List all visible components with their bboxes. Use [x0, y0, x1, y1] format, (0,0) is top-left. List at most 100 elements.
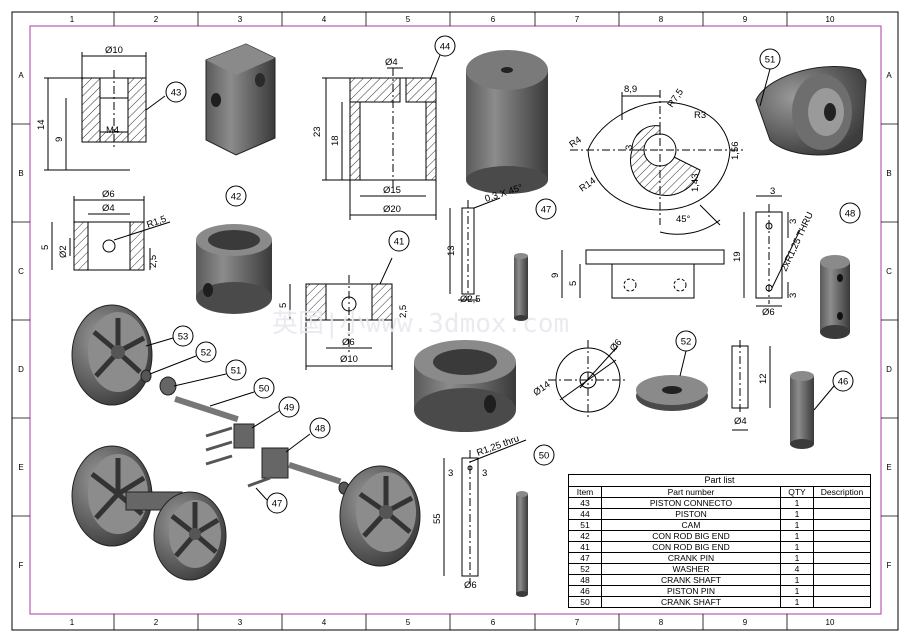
- parts-list-header-row: Item Part number QTY Description: [568, 486, 871, 498]
- zone-row-d-right: D: [886, 365, 892, 374]
- zone-col-6-top: 6: [491, 15, 496, 24]
- balloon-52-assembly: 52: [195, 341, 217, 363]
- dim-52-outer: Ø14: [531, 379, 552, 398]
- parts-list-qty: 4: [780, 563, 814, 575]
- dim-47-diameter: Ø2,5: [460, 294, 481, 305]
- parts-list-description: [813, 497, 871, 509]
- svg-text:47: 47: [272, 499, 283, 510]
- dim-43-thread: M4: [106, 125, 119, 136]
- cam-profile-view: [570, 90, 745, 235]
- svg-text:52: 52: [681, 337, 692, 348]
- zone-row-c-right: C: [886, 267, 892, 276]
- dim-cam-3: 3: [624, 145, 635, 150]
- parts-list-header-part-number: Part number: [601, 486, 781, 498]
- table-row: 43 PISTON CONNECTO 1: [568, 497, 871, 509]
- table-row: 46 PISTON PIN 1: [568, 585, 871, 597]
- parts-list-qty: 1: [780, 519, 814, 531]
- parts-list-header-qty: QTY: [780, 486, 814, 498]
- parts-list-item: 48: [568, 574, 602, 586]
- dim-44-pin-hole: Ø4: [385, 57, 398, 68]
- zone-row-b-right: B: [886, 169, 891, 178]
- zone-row-a-right: A: [886, 71, 892, 80]
- svg-text:42: 42: [231, 192, 242, 203]
- zone-row-f-left: F: [19, 561, 24, 570]
- balloon-42: 42: [225, 185, 247, 207]
- dim-50-radius: R1,25 thru: [475, 433, 520, 459]
- part-42-iso-view: [196, 224, 272, 314]
- balloon-46: 46: [832, 370, 854, 392]
- zone-row-b-left: B: [18, 169, 23, 178]
- zone-col-9-top: 9: [743, 15, 748, 24]
- table-row: 50 CRANK SHAFT 1: [568, 596, 871, 608]
- parts-list-qty: 1: [780, 574, 814, 586]
- parts-list-description: [813, 508, 871, 520]
- zone-col-5-bottom: 5: [406, 618, 411, 627]
- svg-text:52: 52: [201, 348, 212, 359]
- dim-cam-r3: R3: [694, 110, 706, 121]
- dim-44-height: 23: [312, 126, 323, 137]
- parts-list-item: 42: [568, 530, 602, 542]
- balloon-47-top: 47: [535, 198, 557, 220]
- parts-list-description: [813, 585, 871, 597]
- parts-list-item: 50: [568, 596, 602, 608]
- part-47-view: [449, 197, 501, 301]
- svg-text:53: 53: [178, 332, 189, 343]
- dim-50-top-right: 3: [482, 468, 487, 479]
- parts-list-part-number: CON ROD BIG END: [601, 541, 781, 553]
- part-43-iso-view: [205, 43, 276, 156]
- zone-col-3-bottom: 3: [238, 618, 243, 627]
- dim-41-outer: Ø10: [340, 354, 358, 365]
- part-50-front-view: [443, 439, 527, 584]
- parts-list-description: [813, 530, 871, 542]
- table-row: 47 CRANK PIN 1: [568, 552, 871, 564]
- zone-col-8-bottom: 8: [659, 618, 664, 627]
- parts-list-header-description: Description: [813, 486, 871, 498]
- parts-list-description: [813, 563, 871, 575]
- dim-41-bore: Ø6: [342, 337, 355, 348]
- parts-list-table: Part list Item Part number QTY Descripti…: [568, 474, 871, 608]
- dim-cam-143: 1,43: [690, 174, 701, 193]
- dim-cam-angle: 45°: [676, 214, 691, 225]
- part-44-iso-view: [466, 50, 548, 194]
- leader-49: [251, 410, 280, 429]
- parts-list-item: 46: [568, 585, 602, 597]
- part-42-section-view: [51, 196, 171, 271]
- parts-list-part-number: WASHER: [601, 563, 781, 575]
- balloon-50-assembly: 50: [253, 377, 275, 399]
- svg-text:47: 47: [541, 205, 552, 216]
- zone-row-e-right: E: [886, 463, 891, 472]
- part-46-iso-view: [790, 371, 814, 449]
- zone-col-4-bottom: 4: [322, 618, 327, 627]
- zone-col-9-bottom: 9: [743, 618, 748, 627]
- zone-col-1-bottom: 1: [70, 618, 75, 627]
- table-row: 48 CRANK SHAFT 1: [568, 574, 871, 586]
- assembled-view: [71, 445, 227, 581]
- leader-51-assembly: [173, 373, 227, 387]
- leader-52-assembly: [149, 355, 197, 375]
- balloon-48-assembly: 48: [309, 417, 331, 439]
- part-47-iso-view: [514, 253, 528, 321]
- zone-col-5-top: 5: [406, 15, 411, 24]
- table-row: 42 CON ROD BIG END 1: [568, 530, 871, 542]
- part-43-section-view: [44, 52, 166, 171]
- parts-list-qty: 1: [780, 508, 814, 520]
- parts-list-part-number: CRANK PIN: [601, 552, 781, 564]
- balloon-51-assembly: 51: [225, 359, 247, 381]
- zone-col-1-top: 1: [70, 15, 75, 24]
- parts-list-description: [813, 552, 871, 564]
- part-51-iso-view: [755, 66, 867, 156]
- parts-list-item: 47: [568, 552, 602, 564]
- parts-list-qty: 1: [780, 552, 814, 564]
- zone-col-2-bottom: 2: [154, 618, 159, 627]
- dim-cam-r4: R4: [567, 134, 583, 150]
- parts-list-part-number: PISTON CONNECTO: [601, 497, 781, 509]
- zone-col-10-top: 10: [826, 15, 835, 24]
- leader-48-assembly: [285, 433, 311, 453]
- zone-row-e-left: E: [18, 463, 23, 472]
- parts-list-item: 43: [568, 497, 602, 509]
- part-41-section-view: [289, 257, 393, 370]
- svg-text:48: 48: [315, 424, 326, 435]
- zone-col-3-top: 3: [238, 15, 243, 24]
- zone-labels: 1 2 3 4 5 6 7 8 9 10 1 2 3 4 5 6 7 8 9 1…: [18, 15, 892, 627]
- leader-53: [145, 337, 174, 347]
